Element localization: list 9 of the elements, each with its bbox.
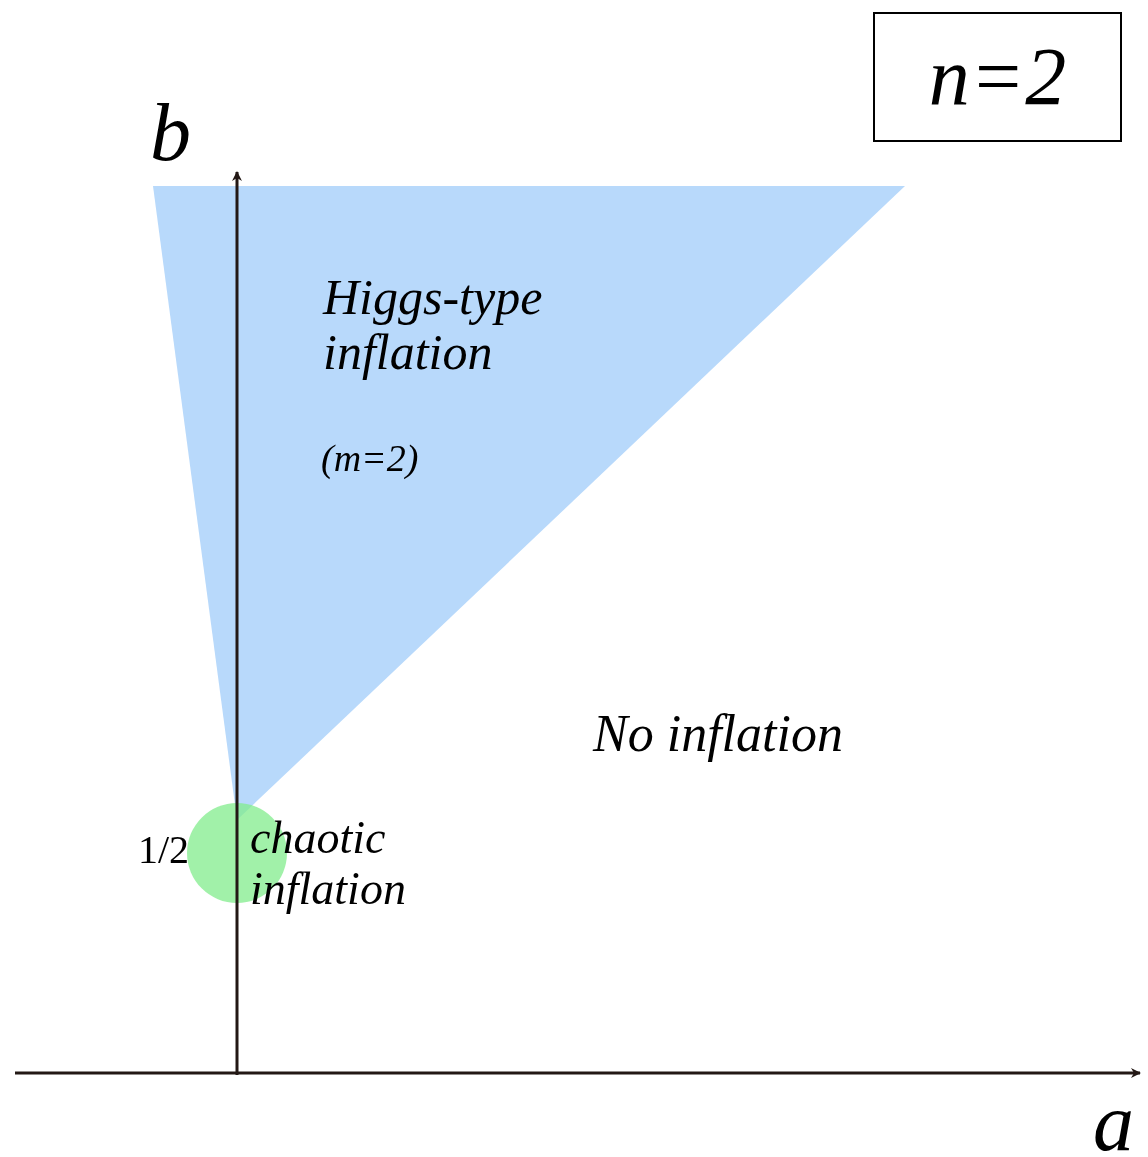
- axis-label: b: [150, 92, 191, 174]
- region-label: Higgs-type inflation: [323, 270, 544, 380]
- region-label: No inflation: [593, 708, 843, 760]
- parameter-note: (m=2): [321, 438, 419, 480]
- tick-label: 1/2: [138, 830, 190, 870]
- label-box: [873, 12, 1122, 142]
- region-label: chaotic inflation: [250, 813, 407, 915]
- axis-label: a: [1093, 1082, 1134, 1157]
- parameter-label: n=2: [928, 30, 1067, 124]
